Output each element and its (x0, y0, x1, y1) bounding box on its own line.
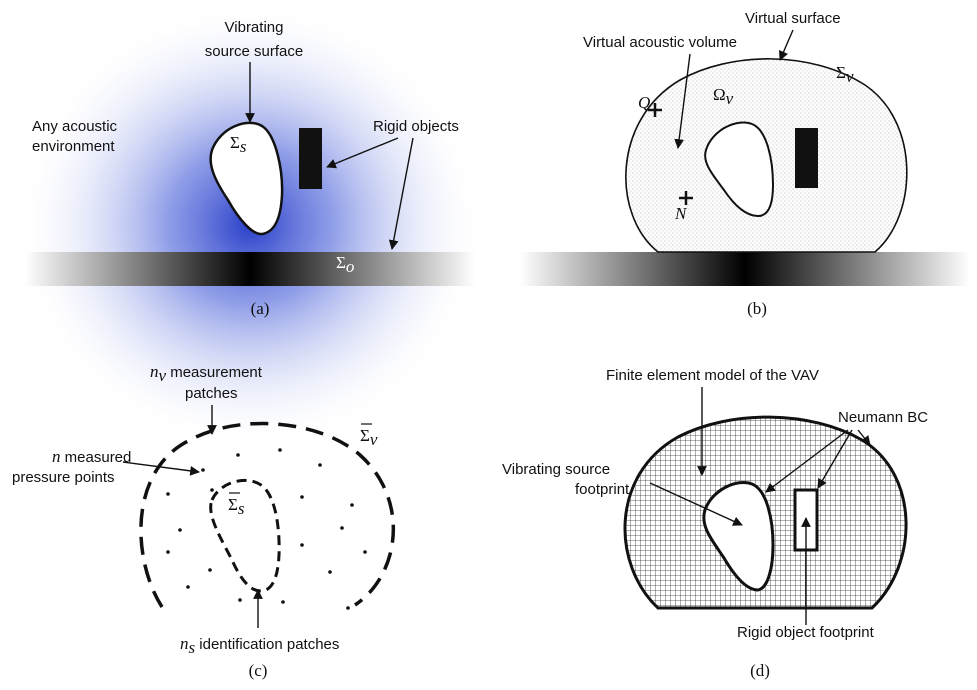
source-footprint (702, 481, 775, 592)
n-label-line2: pressure points (12, 469, 115, 486)
rigid-label: Rigid objects (373, 118, 459, 135)
sigma-s-label: Σs (230, 133, 247, 156)
virtual-volume-arrow (674, 53, 691, 149)
source-footprint-label-line2: footprint (575, 481, 630, 498)
env-label-line2: environment (32, 138, 115, 155)
omega-v-label: Ωv (713, 85, 734, 108)
panel-c: nv measurement patches n measured pressu… (12, 362, 396, 680)
point-n-label: N (674, 204, 688, 223)
rigid-footprint-label: Rigid object footprint (737, 624, 875, 641)
neumann-arrow-1 (765, 429, 849, 493)
caption-d: (d) (750, 661, 770, 680)
pressure-points (166, 448, 367, 610)
panel-b: Virtual surface Virtual acoustic volume … (520, 10, 970, 318)
point-q-label: Q (638, 93, 650, 112)
source-surface-b (704, 121, 775, 218)
rigid-object-a (299, 128, 322, 189)
nv-label-line1: nv measurement (150, 362, 263, 385)
panel-a: Vibrating source surface Any acoustic en… (15, 0, 485, 450)
source-label-line2: source surface (205, 43, 303, 60)
sigma-o-box-label: Σo (302, 133, 320, 156)
source-label-line1: Vibrating (225, 19, 284, 36)
env-label-line1: Any acoustic (32, 118, 118, 135)
rigid-arrow-to-box (326, 137, 399, 169)
sigma-o-floor-label: Σo (336, 253, 354, 276)
caption-b: (b) (747, 299, 767, 318)
n-arrow (122, 461, 200, 476)
neumann-label: Neumann BC (838, 409, 928, 426)
rigid-arrow-to-floor (388, 137, 414, 250)
floor-bar-a (25, 252, 475, 286)
source-footprint-label-line1: Vibrating source (502, 461, 610, 478)
ns-label: ns identification patches (180, 634, 339, 657)
virtual-surface-arrow (779, 29, 794, 61)
neumann-arrow-3 (857, 429, 871, 446)
n-label-line1: n measured (52, 447, 131, 466)
virtual-surface-label: Virtual surface (745, 10, 841, 27)
point-n-marker (679, 191, 693, 205)
sigma-s-bar-label: Σs (228, 495, 245, 518)
identification-surface (209, 478, 281, 593)
fem-label: Finite element model of the VAV (606, 367, 819, 384)
caption-c: (c) (249, 661, 268, 680)
source-footprint-arrow (649, 482, 743, 526)
nv-label-line2: patches (185, 385, 238, 402)
sigma-v-label: Σv (836, 63, 854, 86)
rigid-object-b (795, 128, 818, 188)
panel-d: Finite element model of the VAV Neumann … (502, 367, 928, 680)
sigma-v-bar-label: Σv (360, 426, 378, 449)
point-q-marker (648, 103, 662, 117)
virtual-volume-label: Virtual acoustic volume (583, 34, 737, 51)
floor-bar-b (520, 252, 970, 286)
neumann-arrow-2 (817, 429, 853, 489)
source-surface-a (209, 121, 284, 236)
measurement-surface (139, 421, 396, 608)
caption-a: (a) (251, 299, 270, 318)
